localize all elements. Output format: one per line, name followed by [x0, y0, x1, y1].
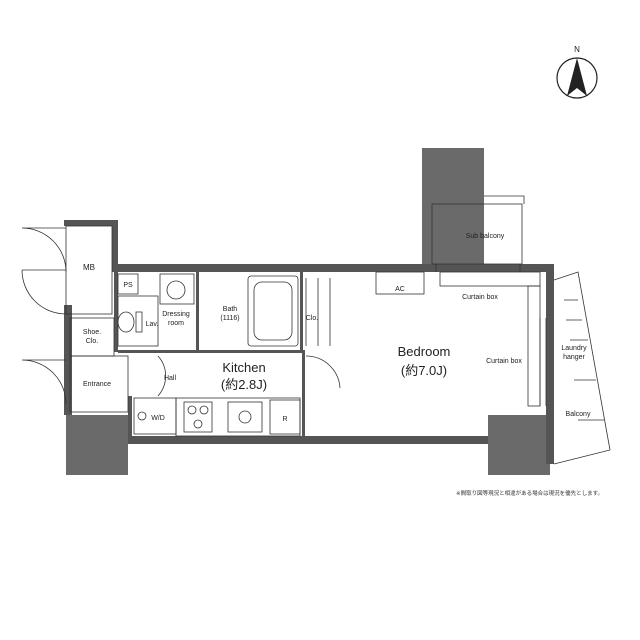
label-sub-balcony: Sub balcony	[466, 233, 505, 240]
balcony-outline	[553, 271, 611, 465]
label-dressing-1: Dressing	[162, 311, 190, 318]
north-label: N	[574, 45, 580, 54]
label-mb: MB	[83, 263, 95, 272]
refrigerator-box	[269, 399, 301, 435]
label-shoe-clo-1: Shoe.	[83, 329, 101, 336]
fixtures	[21, 195, 611, 465]
label-wd: W/D	[151, 415, 165, 422]
shoe-closet-box	[69, 317, 115, 357]
sub-balcony-box	[431, 203, 523, 265]
label-dressing-2: room	[168, 320, 184, 327]
label-shoe-clo-2: Clo.	[86, 338, 99, 345]
ps-box	[117, 273, 139, 295]
label-lav: Lav.	[146, 321, 159, 328]
label-hall: Hall	[164, 375, 177, 382]
ac-box	[375, 271, 425, 295]
label-bedroom-size: (約7.0J)	[401, 363, 447, 378]
structural-columns	[66, 148, 550, 475]
room-labels: MB PS Shoe. Clo. Entrance Lav. Dressing …	[83, 233, 591, 423]
wd-box	[133, 397, 177, 435]
sink-icon	[166, 280, 186, 300]
label-kitchen-size: (約2.8J)	[221, 377, 267, 392]
north-compass: N	[556, 45, 598, 99]
label-ps: PS	[123, 282, 133, 289]
label-curtain-box-top: Curtain box	[462, 294, 498, 301]
label-entrance: Entrance	[83, 381, 111, 388]
bathtub	[247, 275, 299, 347]
label-laundry-2: hanger	[563, 354, 585, 361]
label-curtain-box-side: Curtain box	[486, 358, 522, 365]
entrance-floor	[69, 355, 129, 413]
column-top-right	[422, 148, 484, 268]
label-ac: AC	[395, 286, 405, 293]
footnote: ※間取り図等現況と相違がある場合は現況を優先とします。	[456, 491, 604, 497]
kitchen-sink	[227, 401, 263, 433]
label-balcony: Balcony	[566, 411, 591, 418]
label-bedroom: Bedroom	[398, 344, 451, 359]
walls	[64, 220, 554, 464]
column-bottom-right	[488, 415, 550, 475]
label-kitchen: Kitchen	[222, 360, 265, 375]
label-clo: Clo.	[306, 315, 319, 322]
kitchen-counter	[175, 397, 301, 437]
column-bottom-left	[66, 415, 128, 475]
label-bath-2: (1116)	[220, 315, 239, 322]
toilet-icon	[117, 311, 135, 333]
stove	[183, 401, 213, 433]
label-refrigerator: R	[282, 416, 287, 423]
label-bath-1: Bath	[223, 306, 238, 313]
label-laundry-1: Laundry	[561, 345, 587, 352]
